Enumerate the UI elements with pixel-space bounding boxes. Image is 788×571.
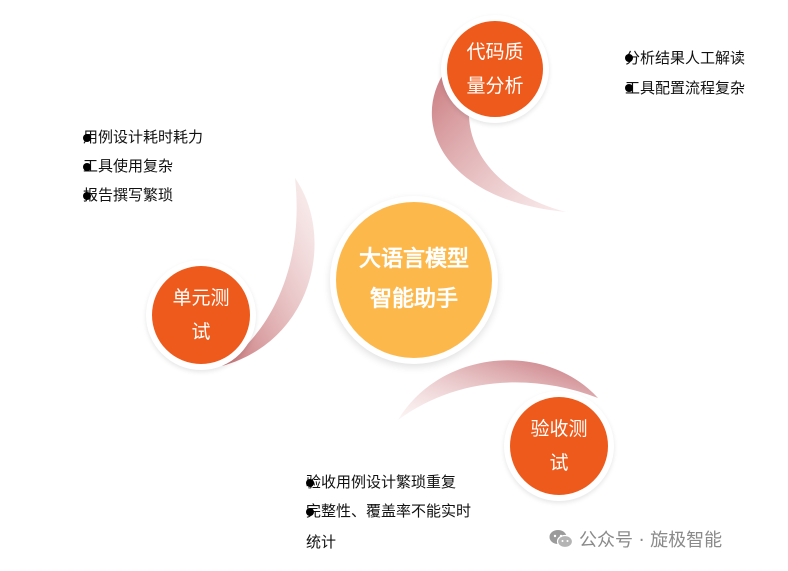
center-node: 大语言模型 智能助手	[336, 202, 492, 358]
bullet-continuation: 统计	[306, 528, 336, 557]
arc-to-unit-test	[222, 178, 315, 366]
node-acceptance-test: 验收测 试	[510, 397, 608, 495]
node-code-quality-line2: 量分析	[466, 75, 524, 97]
node-acceptance-test-line1: 验收测	[530, 418, 588, 440]
node-acceptance-test-line2: 试	[549, 452, 569, 474]
bullet-text: 报告撰写繁琐	[83, 186, 174, 204]
bullet-item: 完整性、覆盖率不能实时	[252, 497, 522, 526]
bullet-item: 验收用例设计繁琐重复	[252, 468, 522, 497]
bullet-text: 用例设计耗时耗力	[83, 128, 204, 146]
bullet-text: 完整性、覆盖率不能实时	[306, 502, 472, 520]
node-code-quality-line1: 代码质	[466, 41, 524, 63]
bullet-text: 工具使用复杂	[83, 157, 174, 175]
bullet-text: 分析结果人工解读	[625, 49, 746, 67]
wechat-icon	[549, 530, 573, 549]
watermark-text: 公众号 · 旋极智能	[579, 530, 723, 551]
node-unit-test: 单元测 试	[152, 266, 250, 364]
watermark: 公众号 · 旋极智能	[549, 526, 722, 552]
unit-test-bullets: 用例设计耗时耗力 工具使用复杂 报告撰写繁琐	[29, 123, 259, 210]
bullet-item: 用例设计耗时耗力	[29, 123, 259, 152]
center-node-line2: 智能助手	[369, 287, 458, 312]
bullet-item: 报告撰写繁琐	[29, 181, 259, 210]
bullet-text: 统计	[306, 533, 337, 551]
center-node-line1: 大语言模型	[358, 247, 469, 272]
bullet-text: 验收用例设计繁琐重复	[306, 473, 457, 491]
acceptance-test-bullets: 验收用例设计繁琐重复 完整性、覆盖率不能实时	[252, 468, 522, 526]
node-unit-test-line2: 试	[191, 321, 211, 343]
code-quality-bullets: 分析结果人工解读 工具配置流程复杂	[571, 43, 781, 103]
node-code-quality: 代码质 量分析	[447, 21, 543, 117]
node-unit-test-line1: 单元测	[172, 287, 230, 309]
bullet-item: 工具使用复杂	[29, 152, 259, 181]
bullet-item: 工具配置流程复杂	[571, 73, 781, 103]
bullet-text: 工具配置流程复杂	[625, 79, 746, 97]
bullet-item: 分析结果人工解读	[571, 43, 781, 73]
arc-to-acceptance-test	[398, 360, 598, 420]
